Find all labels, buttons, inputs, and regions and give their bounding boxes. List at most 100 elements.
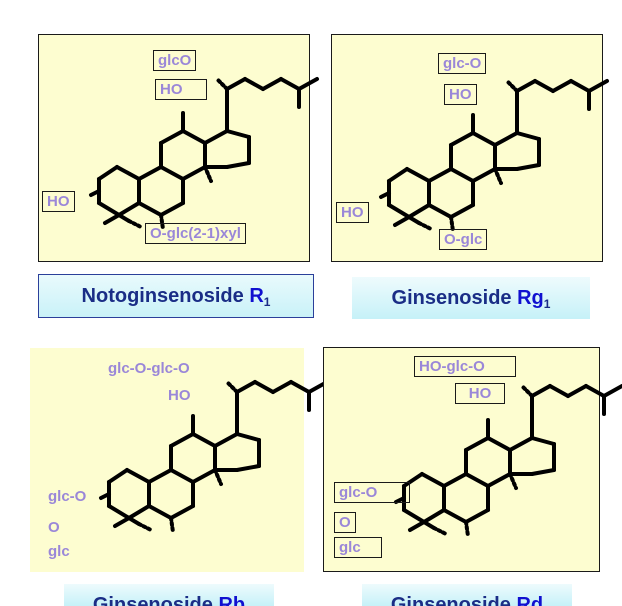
skeleton-bond-28	[279, 77, 301, 91]
skeleton-bond-29	[587, 79, 609, 93]
skeleton-bond-25	[225, 77, 247, 91]
label-sugar-3: glc-O	[334, 482, 410, 503]
steroid-skeleton-rd	[394, 384, 622, 538]
stereo-dash-bond-1	[508, 472, 518, 490]
skeleton-bond-12	[169, 432, 195, 448]
skeleton-bond-16	[203, 129, 229, 145]
label-sugar-3b: glc	[48, 543, 70, 560]
skeleton-bond-12	[449, 131, 475, 147]
skeleton-bond-9	[159, 201, 185, 217]
label-sugar-6: O-glc(2-1)xyl	[145, 223, 246, 244]
skeleton-bond-1	[420, 472, 446, 488]
caption-name: Ginsenoside	[390, 594, 517, 606]
skeleton-bond-13	[471, 131, 497, 147]
stereo-dash-bond-0	[520, 384, 534, 398]
structure-panel-r1: glcO HO HO O-glc(2-1)xyl	[38, 34, 319, 262]
skeleton-bond-29	[297, 77, 319, 91]
label-hydroxyl-12: HO	[444, 84, 477, 105]
caption-subscript: 1	[543, 297, 551, 311]
skeleton-bond-27	[551, 79, 573, 93]
skeleton-bond-15	[471, 167, 497, 183]
skeleton-bond-28	[289, 380, 311, 394]
caption-name: Ginsenoside	[92, 594, 219, 606]
caption-code: Rb	[218, 594, 246, 606]
skeleton-bond-17	[235, 432, 261, 442]
skeleton-bond-26	[253, 380, 275, 394]
skeleton-bond-28	[569, 79, 591, 93]
skeleton-bond-26	[548, 384, 570, 398]
skeleton-bond-1	[405, 167, 431, 183]
stereo-dash-bond-2	[464, 520, 470, 538]
skeleton-bond-16	[493, 131, 519, 147]
stereo-dash-bond-1	[213, 468, 223, 486]
skeleton-bond-1	[115, 165, 141, 181]
skeleton-bond-16	[213, 432, 239, 448]
skeleton-bond-17	[530, 436, 556, 446]
skeleton-bond-12	[159, 129, 185, 145]
skeleton-bond-4	[387, 203, 411, 219]
structure-panel-rd: HO-glc-O HO glc-O O glc	[323, 347, 622, 572]
caption-ginsenoside-rd: Ginsenoside Rd	[362, 584, 572, 606]
skeleton-bond-0	[402, 472, 424, 488]
caption-ginsenoside-rb: Ginsenoside Rb	[64, 584, 274, 606]
skeleton-bond-9	[464, 508, 490, 524]
label-hydroxyl-12: HO	[155, 79, 207, 100]
skeleton-bond-3	[117, 201, 141, 217]
skeleton-bond-3	[127, 504, 151, 520]
label-glc-O-glc-O: glc-O-glc-O	[108, 360, 190, 377]
label-hydroxyl-12: HO	[455, 383, 505, 404]
stereo-dash-bond-0	[215, 77, 229, 91]
label-link-o: O	[48, 519, 60, 536]
skeleton-bond-29	[602, 384, 622, 398]
label-HO-glc-O: HO-glc-O	[414, 356, 516, 377]
skeleton-bond-0	[387, 167, 409, 183]
label-link-o: O	[334, 512, 356, 533]
skeleton-bond-10	[137, 201, 163, 217]
steroid-skeleton-r1	[89, 77, 319, 231]
stereo-dash-bond-3	[417, 221, 433, 231]
skeleton-bond-7	[449, 167, 475, 183]
caption-code: Rg	[517, 287, 544, 309]
skeleton-bond-15	[486, 472, 512, 488]
skeleton-bond-27	[566, 384, 588, 398]
skeleton-bond-19	[225, 161, 251, 169]
stereo-dash-bond-2	[449, 215, 455, 233]
stereo-dash-bond-0	[225, 380, 239, 394]
caption-name: Ginsenoside	[391, 287, 518, 309]
skeleton-bond-4	[107, 504, 131, 520]
skeleton-bond-0	[107, 468, 129, 484]
label-sugar-3b: glc	[334, 537, 382, 558]
skeleton-bond-28	[584, 384, 606, 398]
caption-notoginsenoside-r1: Notoginsenoside R1	[38, 274, 314, 318]
skeleton-bond-6	[427, 167, 453, 183]
skeleton-bond-25	[530, 384, 552, 398]
skeleton-bond-6	[442, 472, 468, 488]
label-hydroxyl-12: HO	[168, 387, 191, 404]
stereo-dash-bond-2	[159, 213, 165, 231]
skeleton-bond-33	[89, 189, 101, 197]
label-glc-O: glc-O	[438, 53, 487, 74]
skeleton-bond-33	[379, 191, 391, 199]
skeleton-bond-25	[235, 380, 257, 394]
skeleton-bond-1	[125, 468, 151, 484]
steroid-skeleton-rb	[99, 380, 329, 534]
skeleton-bond-4	[402, 508, 426, 524]
stereo-dash-bond-1	[203, 165, 213, 183]
skeleton-bond-26	[533, 79, 555, 93]
skeleton-bond-10	[147, 504, 173, 520]
skeleton-bond-15	[191, 468, 217, 484]
label-sugar-3: glc-O	[48, 488, 87, 505]
skeleton-bond-10	[427, 203, 453, 219]
skeleton-bond-33	[394, 496, 406, 504]
skeleton-bond-13	[181, 129, 207, 145]
caption-name: Notoginsenoside	[81, 285, 250, 307]
skeleton-bond-19	[235, 464, 261, 472]
skeleton-bond-26	[243, 77, 265, 91]
caption-code: R	[249, 285, 264, 307]
caption-ginsenoside-rg1: Ginsenoside Rg1	[352, 277, 590, 319]
skeleton-bond-9	[449, 203, 475, 219]
skeleton-bond-16	[508, 436, 534, 452]
skeleton-bond-3	[407, 203, 431, 219]
skeleton-bond-0	[97, 165, 119, 181]
skeleton-bond-17	[225, 129, 251, 139]
